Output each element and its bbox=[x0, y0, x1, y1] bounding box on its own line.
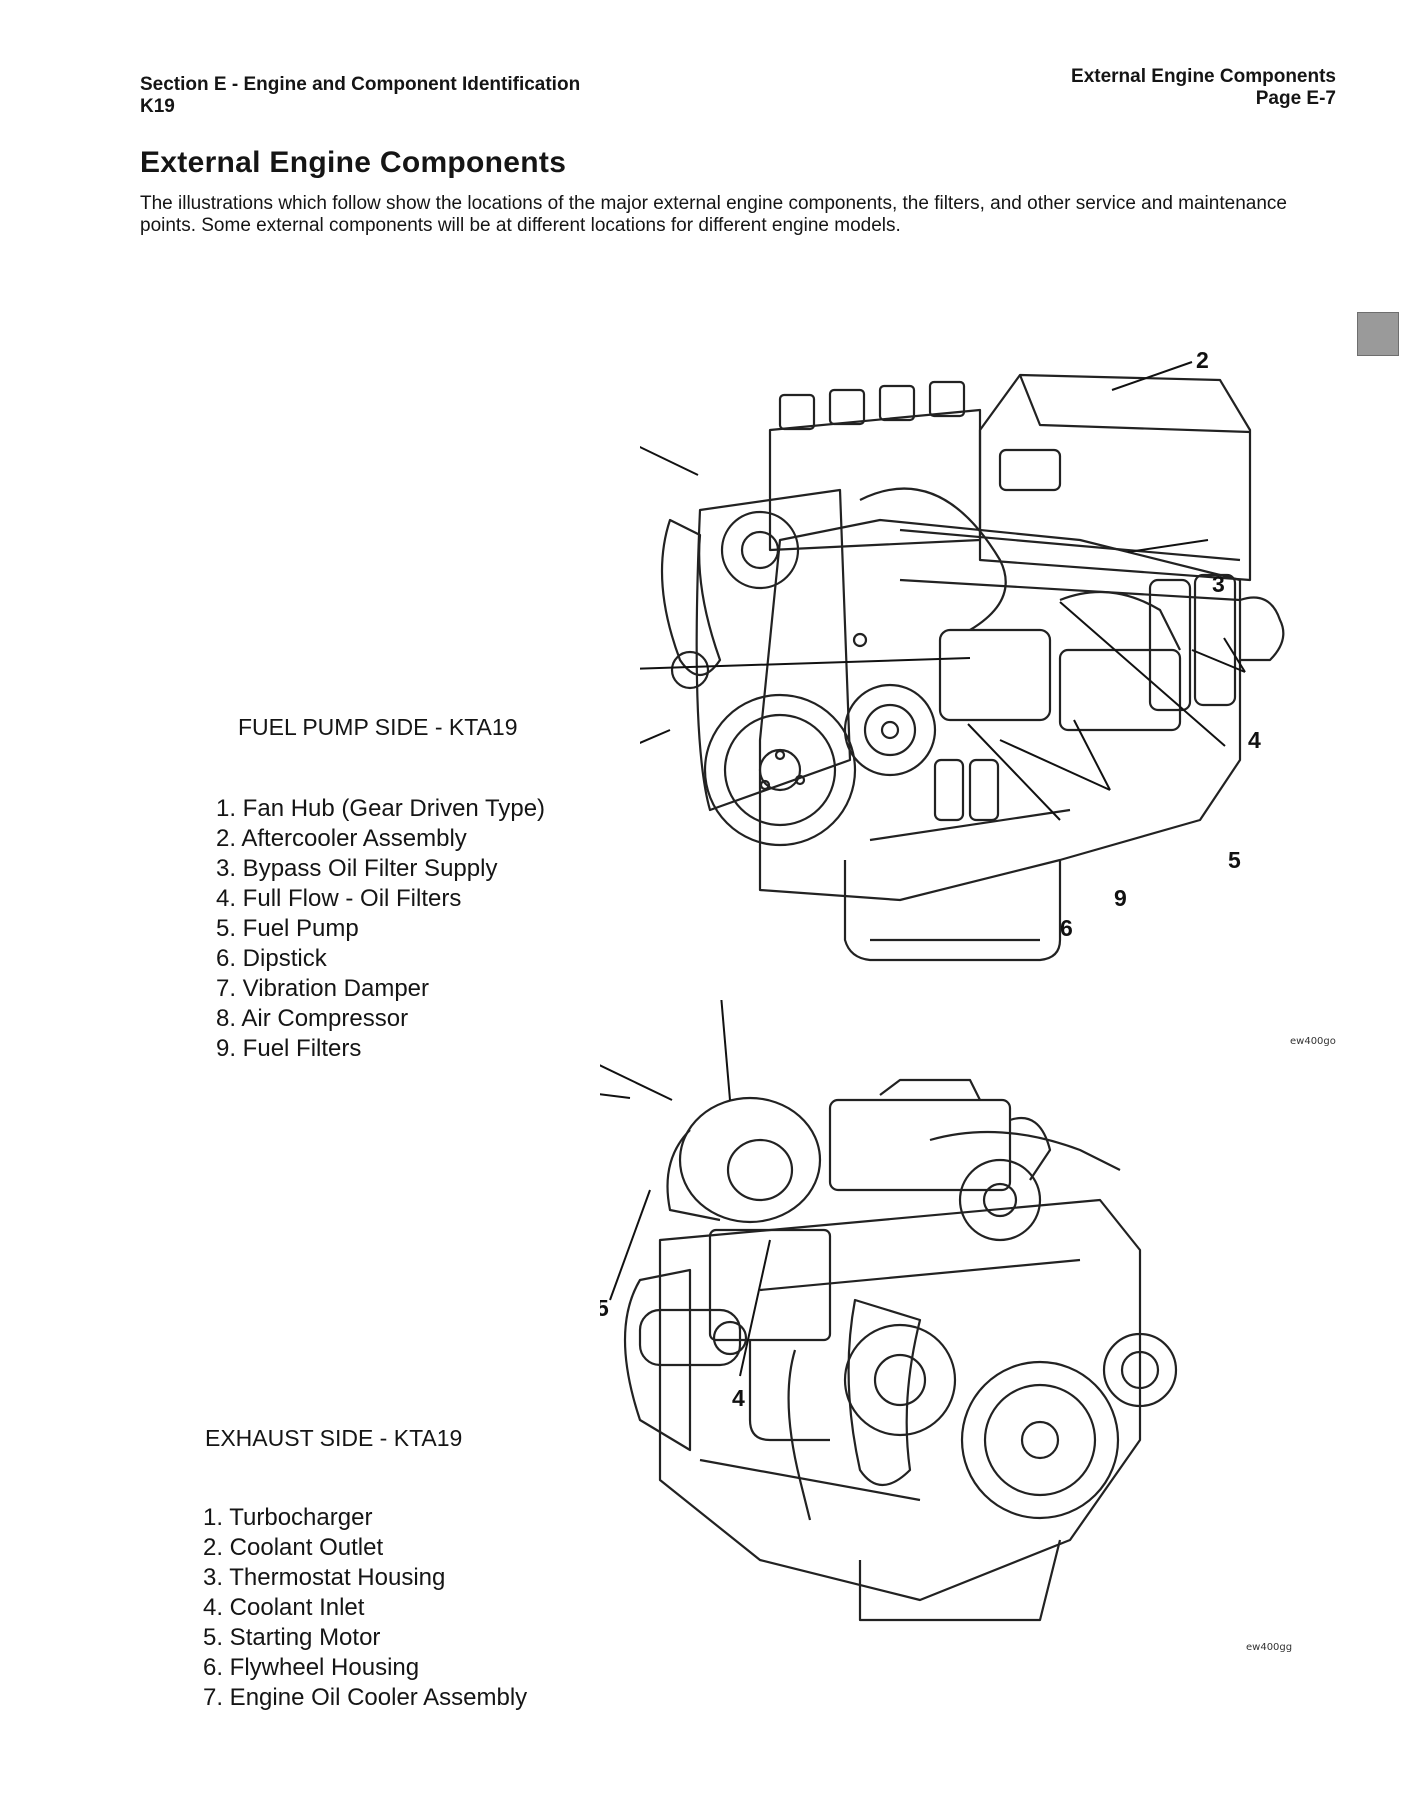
legend-item: 6. Dipstick bbox=[216, 945, 327, 972]
leader-line bbox=[1223, 637, 1246, 673]
legend-item: 6. Flywheel Housing bbox=[203, 1654, 420, 1681]
fuel-pump-side-heading: FUEL PUMP SIDE - KTA19 bbox=[238, 714, 518, 740]
figure-code: ew400gg bbox=[1246, 1642, 1293, 1653]
leader-line bbox=[609, 1189, 651, 1301]
leader-line bbox=[640, 445, 699, 476]
header-topic: External Engine Components bbox=[1071, 66, 1336, 87]
legend-item: 9. Fuel Filters bbox=[216, 1035, 362, 1062]
legend-item: 3. Thermostat Housing bbox=[203, 1564, 446, 1591]
callout-label: 6 bbox=[1060, 915, 1073, 941]
fuel-pump-side-engine-illustration: 1 2 3 4 5 6 7 8 9 bbox=[640, 347, 1285, 962]
exhaust-side-legend: 1. Turbocharger 2. Coolant Outlet 3. The… bbox=[203, 1503, 527, 1713]
page-header: External Engine Components Page E-7 bbox=[1071, 66, 1336, 110]
leader-line bbox=[720, 1000, 731, 1101]
legend-item: 8. Air Compressor bbox=[216, 1005, 409, 1032]
legend-item: 4. Full Flow - Oil Filters bbox=[216, 885, 462, 912]
legend-item: 4. Coolant Inlet bbox=[203, 1594, 365, 1621]
leader-line bbox=[1073, 719, 1111, 791]
callout-label: 2 bbox=[1196, 347, 1209, 373]
leader-line bbox=[640, 729, 671, 744]
page-number: Page E-7 bbox=[1255, 88, 1336, 109]
legend-item: 1. Turbocharger bbox=[203, 1504, 373, 1531]
legend-item: 1. Fan Hub (Gear Driven Type) bbox=[216, 795, 546, 822]
leader-line bbox=[1059, 601, 1226, 747]
fuel-pump-side-legend: 1. Fan Hub (Gear Driven Type) 2. Afterco… bbox=[216, 794, 545, 1064]
section-title: Section E - Engine and Component Identif… bbox=[140, 74, 581, 95]
exhaust-side-engine-illustration: 1 2 3 4 5 6 7 bbox=[600, 1000, 1178, 1622]
leader-line bbox=[967, 723, 1061, 821]
engine-model: K19 bbox=[140, 96, 175, 117]
callout-label: 4 bbox=[732, 1385, 745, 1411]
section-tab-marker bbox=[1357, 312, 1399, 356]
section-header: Section E - Engine and Component Identif… bbox=[140, 74, 580, 118]
leader-line bbox=[1191, 649, 1246, 673]
callout-label: 5 bbox=[1228, 847, 1241, 873]
legend-item: 7. Vibration Damper bbox=[216, 975, 429, 1002]
legend-item: 5. Starting Motor bbox=[203, 1624, 381, 1651]
callout-label: 3 bbox=[1212, 571, 1225, 597]
leader-line bbox=[1111, 361, 1193, 391]
page-title: External Engine Components bbox=[140, 146, 567, 179]
leader-line bbox=[739, 1239, 771, 1377]
legend-item: 2. Coolant Outlet bbox=[203, 1534, 384, 1561]
leader-line bbox=[600, 1093, 631, 1099]
callout-label: 9 bbox=[1114, 885, 1127, 911]
intro-paragraph: The illustrations which follow show the … bbox=[140, 193, 1287, 236]
figure-code: ew400go bbox=[1290, 1036, 1336, 1047]
leader-line bbox=[999, 739, 1111, 791]
legend-item: 2. Aftercooler Assembly bbox=[216, 825, 467, 852]
leader-line bbox=[1127, 539, 1209, 553]
legend-item: 7. Engine Oil Cooler Assembly bbox=[203, 1684, 528, 1711]
legend-item: 3. Bypass Oil Filter Supply bbox=[216, 855, 498, 882]
leader-line bbox=[640, 657, 971, 670]
callout-label: 4 bbox=[1248, 727, 1261, 753]
legend-item: 5. Fuel Pump bbox=[216, 915, 359, 942]
leader-line bbox=[600, 1064, 673, 1101]
callout-label: 5 bbox=[600, 1295, 609, 1321]
exhaust-side-heading: EXHAUST SIDE - KTA19 bbox=[205, 1425, 463, 1451]
